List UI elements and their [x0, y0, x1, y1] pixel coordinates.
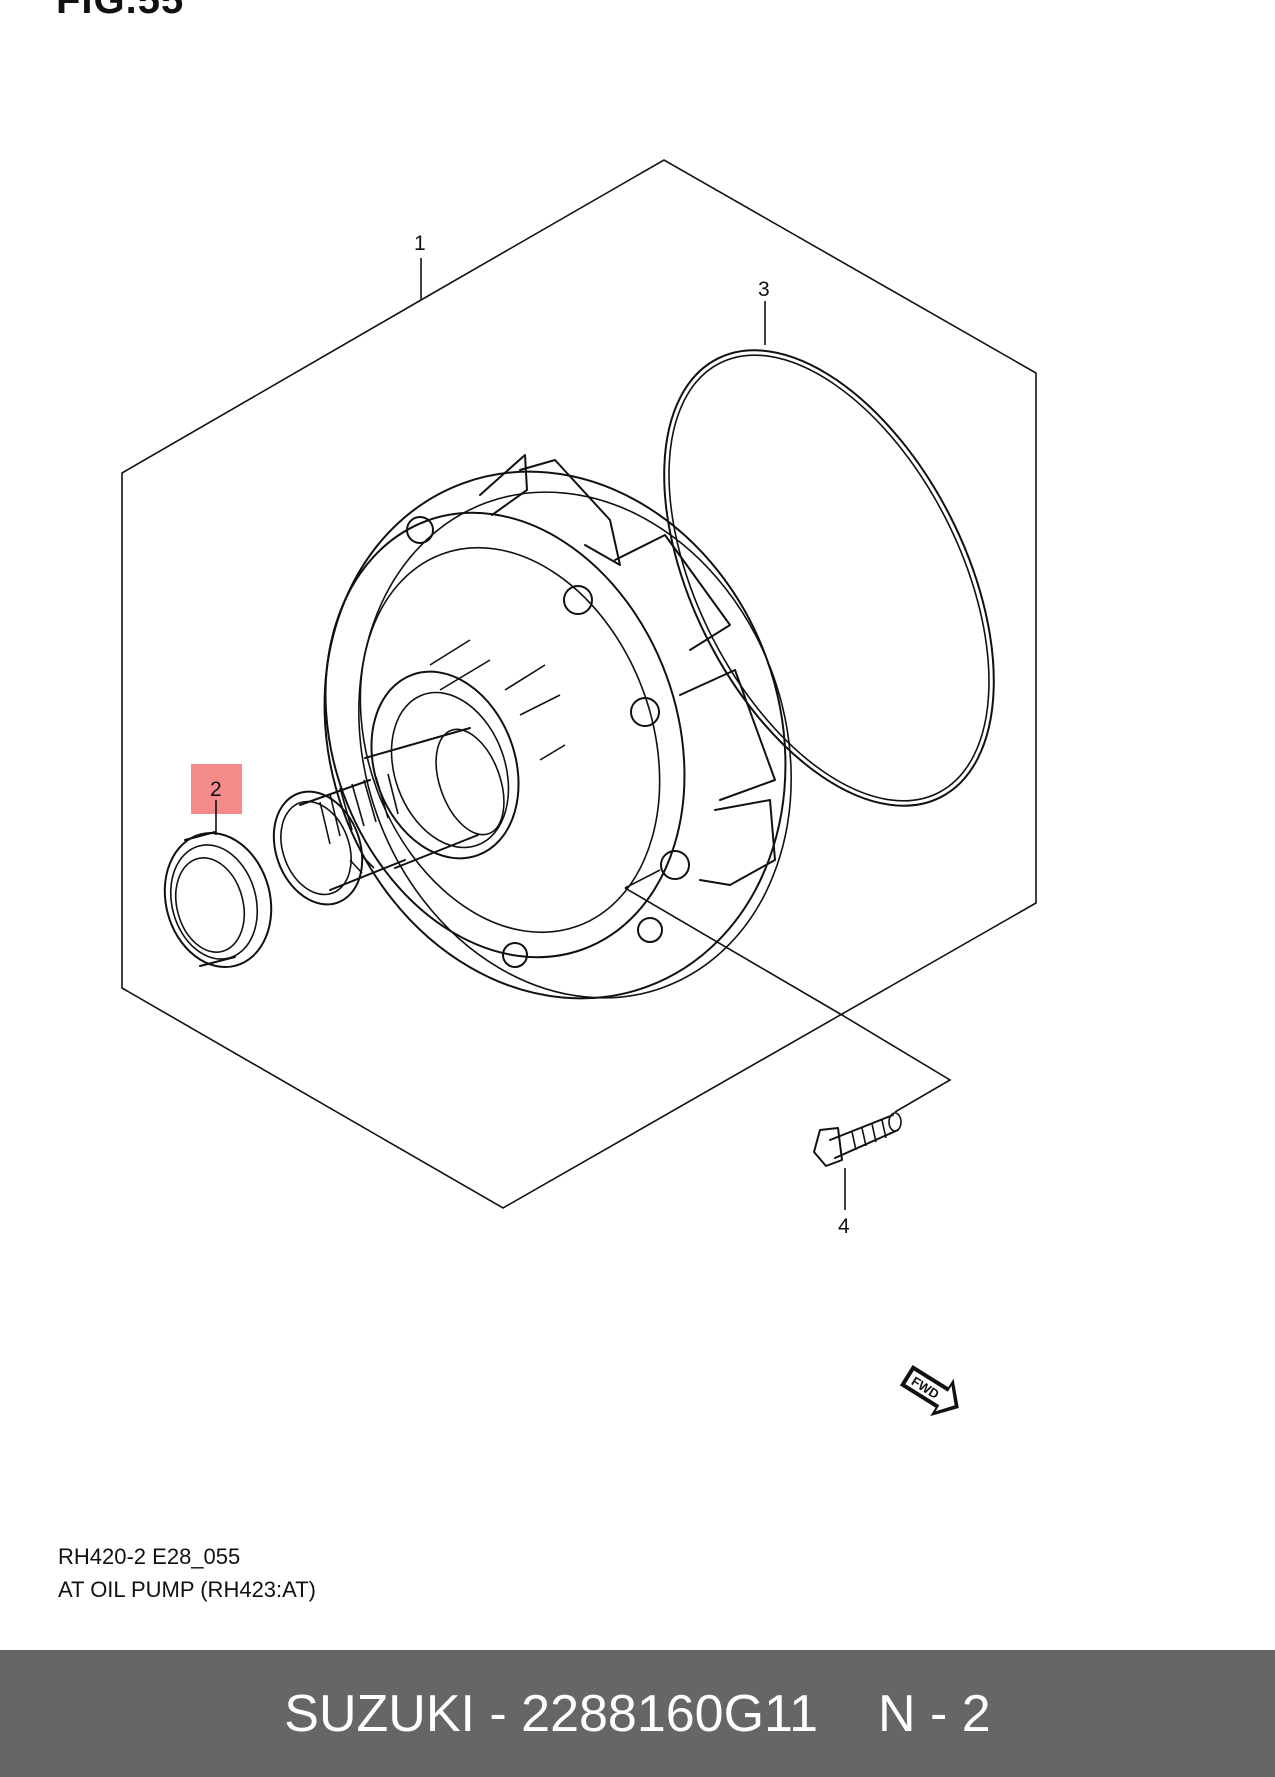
footer-part-number: SUZUKI - 2288160G11: [284, 1684, 819, 1743]
footer-page: N - 2: [878, 1684, 991, 1743]
assembly-hexagon: [121, 159, 1037, 1209]
callout-1: 1: [414, 232, 426, 255]
callout-2: 2: [210, 778, 222, 801]
figure-title: AT OIL PUMP (RH423:AT): [58, 1577, 316, 1602]
footer-bar: SUZUKI - 2288160G11 N - 2: [0, 1650, 1275, 1777]
o-ring-drawing: [663, 349, 995, 807]
callout-4: 4: [838, 1215, 850, 1238]
callout-3: 3: [758, 278, 770, 301]
oil-pump-drawing: [272, 454, 792, 1000]
figure-code: RH420-2 E28_055: [58, 1544, 241, 1569]
figure-label: FIG.55: [56, 0, 185, 22]
fwd-direction-icon: FWD: [899, 1364, 959, 1417]
oil-seal-drawing: [163, 831, 273, 969]
bolt-drawing: [813, 1112, 902, 1167]
